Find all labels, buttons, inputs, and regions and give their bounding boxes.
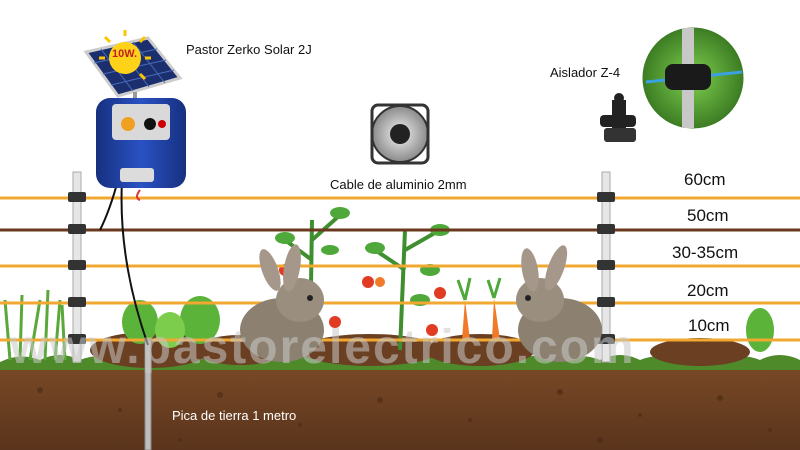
insulator-label: Aislador Z-4 bbox=[550, 65, 621, 80]
soil bbox=[0, 362, 800, 450]
wire-spool bbox=[370, 103, 430, 165]
ground-rod-label: Pica de tierra 1 metro bbox=[172, 408, 297, 423]
height-label-60: 60cm bbox=[684, 170, 726, 189]
watermark: www.pastorelectrico.com bbox=[10, 321, 636, 374]
sun-badge bbox=[99, 30, 151, 81]
rabbit-right bbox=[516, 245, 602, 362]
fence-post-right bbox=[597, 171, 615, 363]
energizer-unit bbox=[96, 98, 186, 201]
leafy-plants bbox=[122, 296, 774, 352]
soil-speckles bbox=[37, 387, 772, 443]
height-label-30-35: 30-35cm bbox=[672, 243, 739, 262]
fence-wires bbox=[0, 196, 800, 342]
ground-rod bbox=[144, 339, 152, 450]
energizer-label: Pastor Zerko Solar 2J bbox=[186, 42, 312, 57]
carrots bbox=[456, 277, 502, 340]
rabbit-left bbox=[240, 244, 324, 362]
solar-power-label: 10W. bbox=[112, 48, 138, 60]
cable-label: Cable de aluminio 2mm bbox=[330, 177, 467, 192]
height-label-20: 20cm bbox=[687, 281, 729, 300]
height-label-50: 50cm bbox=[687, 206, 729, 225]
insulator-product bbox=[600, 93, 636, 142]
insulator-photo bbox=[639, 24, 747, 132]
ground-cable bbox=[120, 179, 149, 346]
height-label-10: 10cm bbox=[688, 316, 730, 335]
fence-post-left bbox=[68, 171, 86, 363]
